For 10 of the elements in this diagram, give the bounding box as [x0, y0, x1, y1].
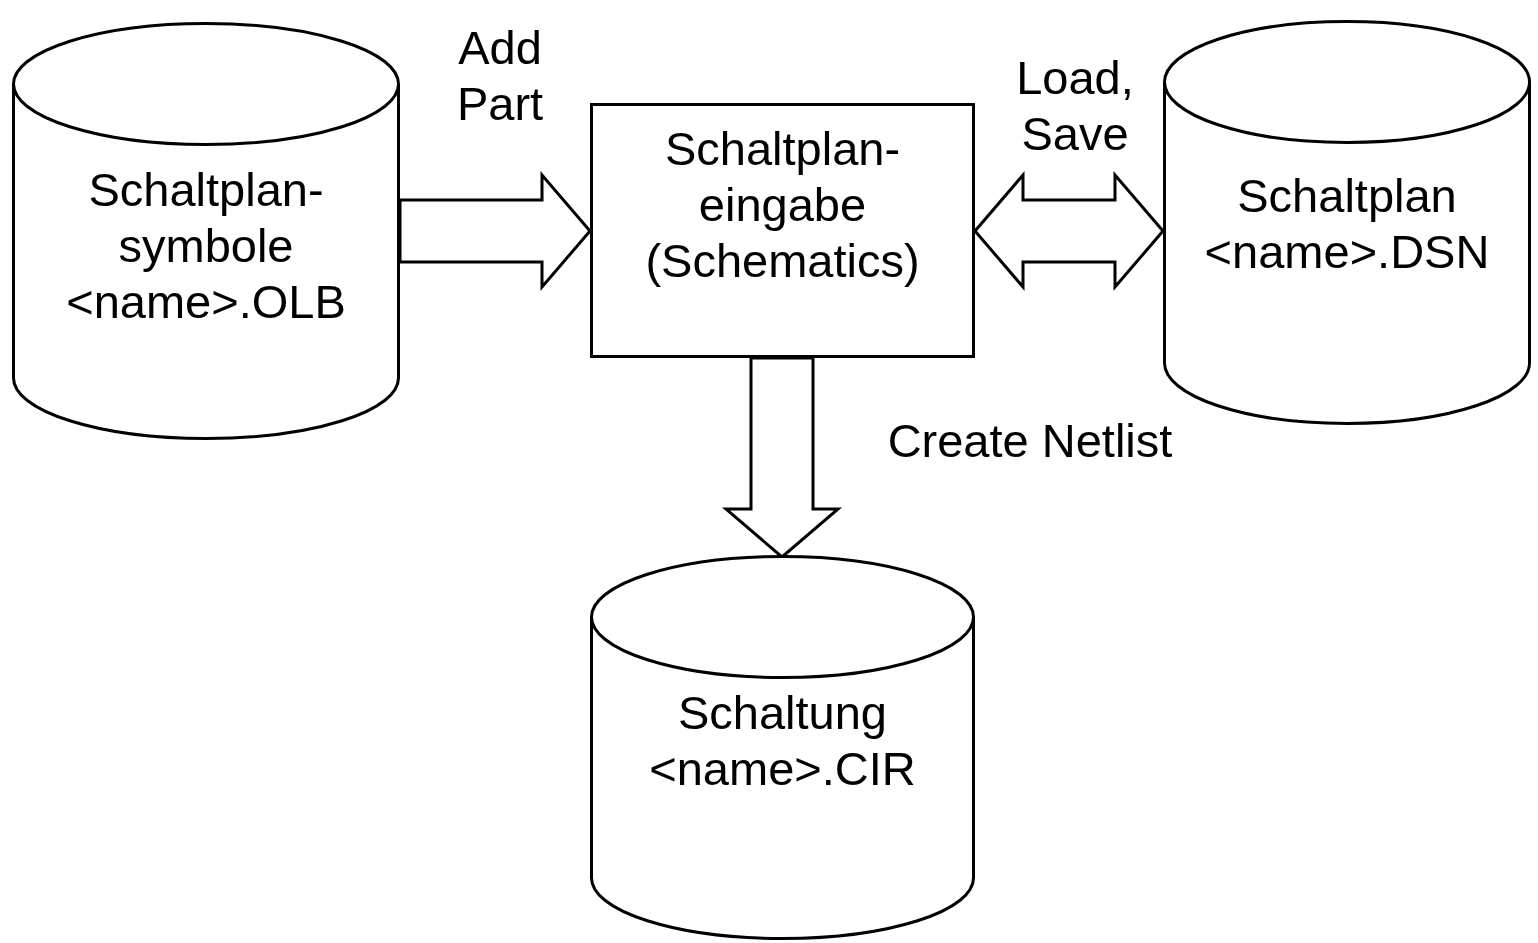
block-arrow [973, 170, 1165, 292]
node-subtitle: <name>.OLB [65, 274, 347, 330]
block-arrow [398, 170, 592, 292]
node-title: Schaltplan [1236, 168, 1458, 224]
node-title: Schaltplan- symbole [87, 162, 325, 274]
node-subtitle: <name>.DSN [1203, 224, 1491, 280]
node-subtitle: (Schematics) [644, 233, 921, 289]
node-title: Schaltplan- eingabe [663, 121, 902, 233]
node-subtitle: <name>.CIR [648, 741, 917, 797]
node-title: Schaltung [676, 685, 888, 741]
